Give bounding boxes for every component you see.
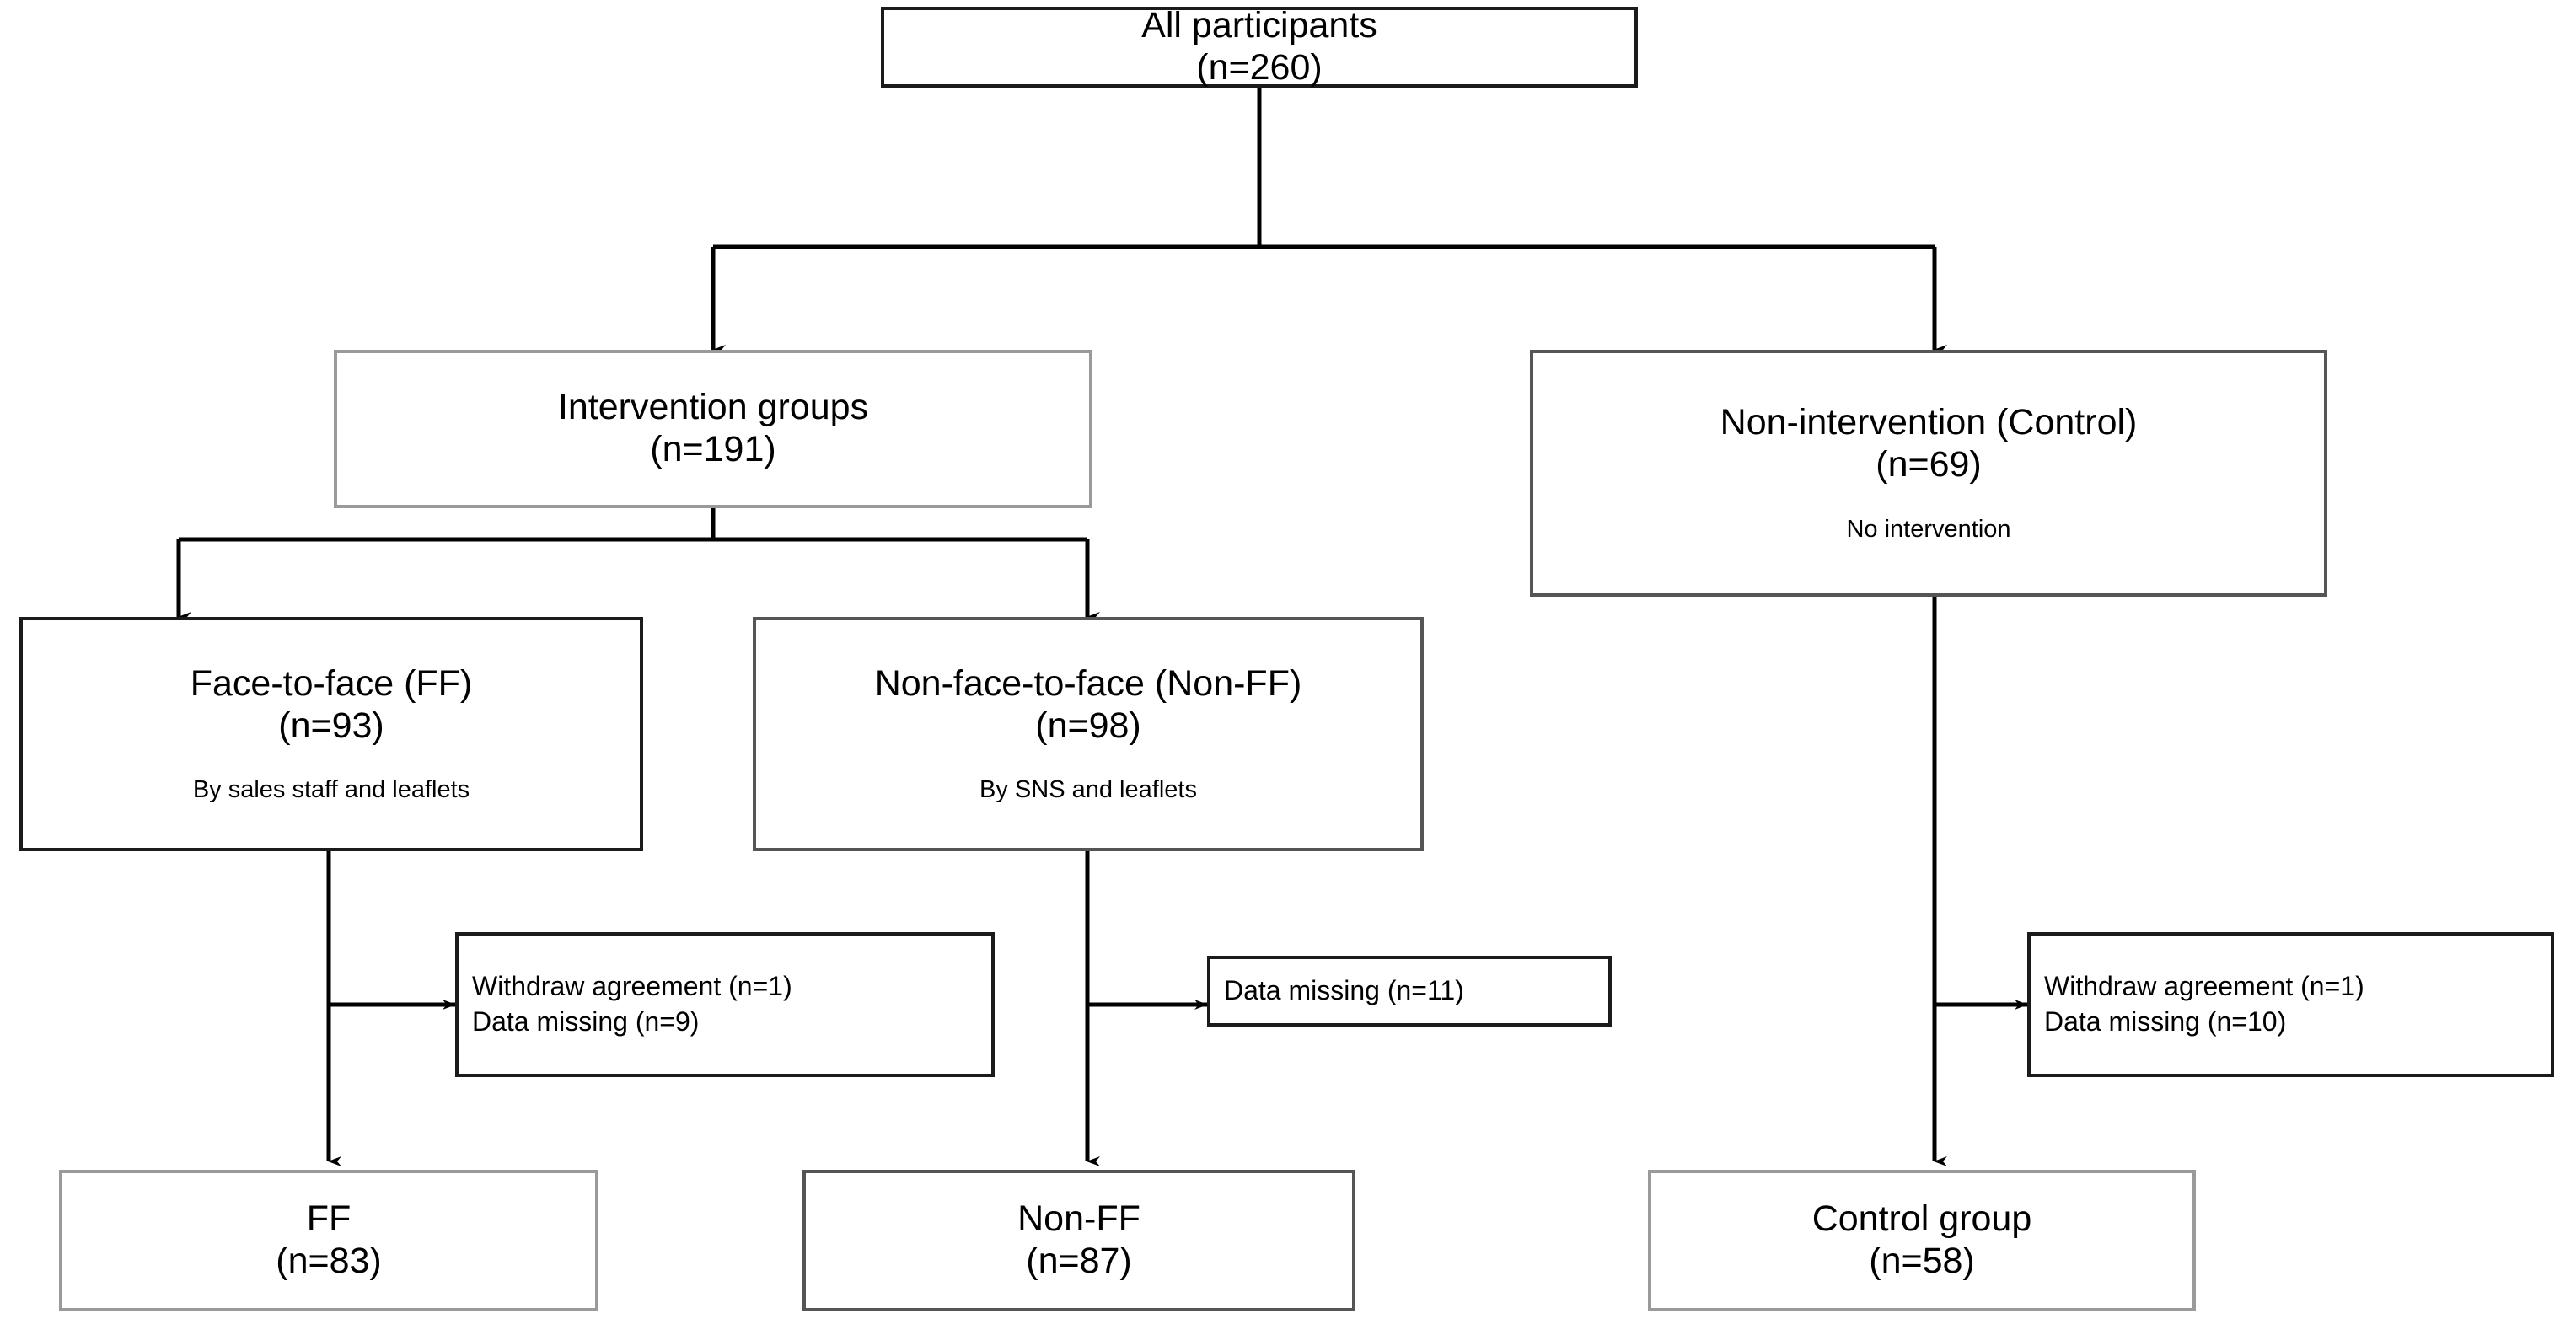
node-non-face-to-face: Non-face-to-face (Non-FF) (n=98) By SNS … (753, 617, 1424, 851)
node-face-to-face-note: By sales staff and leaflets (192, 776, 470, 804)
node-non-intervention: Non-intervention (Control) (n=69) No int… (1530, 350, 2327, 597)
node-non-intervention-note: No intervention (1846, 515, 2011, 543)
exclusion-box-control: Withdraw agreement (n=1) Data missing (n… (2027, 932, 2554, 1077)
node-all-participants: All participants (n=260) (881, 5, 1638, 88)
node-non-face-to-face-count: (n=98) (1035, 705, 1141, 746)
node-non-face-to-face-note: By SNS and leaflets (979, 776, 1197, 804)
node-non-ff-final-count: (n=87) (1026, 1241, 1132, 1281)
node-ff-final-count: (n=83) (276, 1241, 382, 1281)
node-ff-final-title: FF (306, 1198, 352, 1240)
node-control-final: Control group (n=58) (1648, 1170, 2196, 1311)
node-face-to-face: Face-to-face (FF) (n=93) By sales staff … (19, 617, 643, 851)
node-non-face-to-face-title: Non-face-to-face (Non-FF) (874, 662, 1302, 704)
node-face-to-face-count: (n=93) (278, 705, 384, 746)
exclusion-control-line-2: Data missing (n=10) (2044, 1006, 2287, 1037)
exclusion-box-nonff: Data missing (n=11) (1207, 956, 1612, 1027)
exclusion-nonff-line-1: Data missing (n=11) (1224, 975, 1464, 1006)
node-all-participants-count: (n=260) (1196, 47, 1323, 88)
exclusion-control-line-1: Withdraw agreement (n=1) (2044, 971, 2364, 1002)
exclusion-box-ff: Withdraw agreement (n=1) Data missing (n… (455, 932, 995, 1077)
exclusion-ff-line-1: Withdraw agreement (n=1) (472, 971, 792, 1002)
node-control-final-title: Control group (1811, 1198, 2032, 1240)
node-control-final-count: (n=58) (1869, 1241, 1975, 1281)
node-intervention-groups-title: Intervention groups (557, 387, 869, 428)
exclusion-ff-line-2: Data missing (n=9) (472, 1006, 700, 1037)
node-intervention-groups: Intervention groups (n=191) (334, 350, 1092, 508)
node-ff-final: FF (n=83) (59, 1170, 598, 1311)
node-non-ff-final-title: Non-FF (1017, 1198, 1140, 1240)
node-non-ff-final: Non-FF (n=87) (802, 1170, 1355, 1311)
node-non-intervention-title: Non-intervention (Control) (1720, 402, 2138, 443)
node-intervention-groups-count: (n=191) (650, 429, 776, 469)
node-non-intervention-count: (n=69) (1876, 444, 1982, 485)
node-face-to-face-title: Face-to-face (FF) (190, 662, 473, 704)
node-all-participants-title: All participants (1141, 5, 1377, 46)
